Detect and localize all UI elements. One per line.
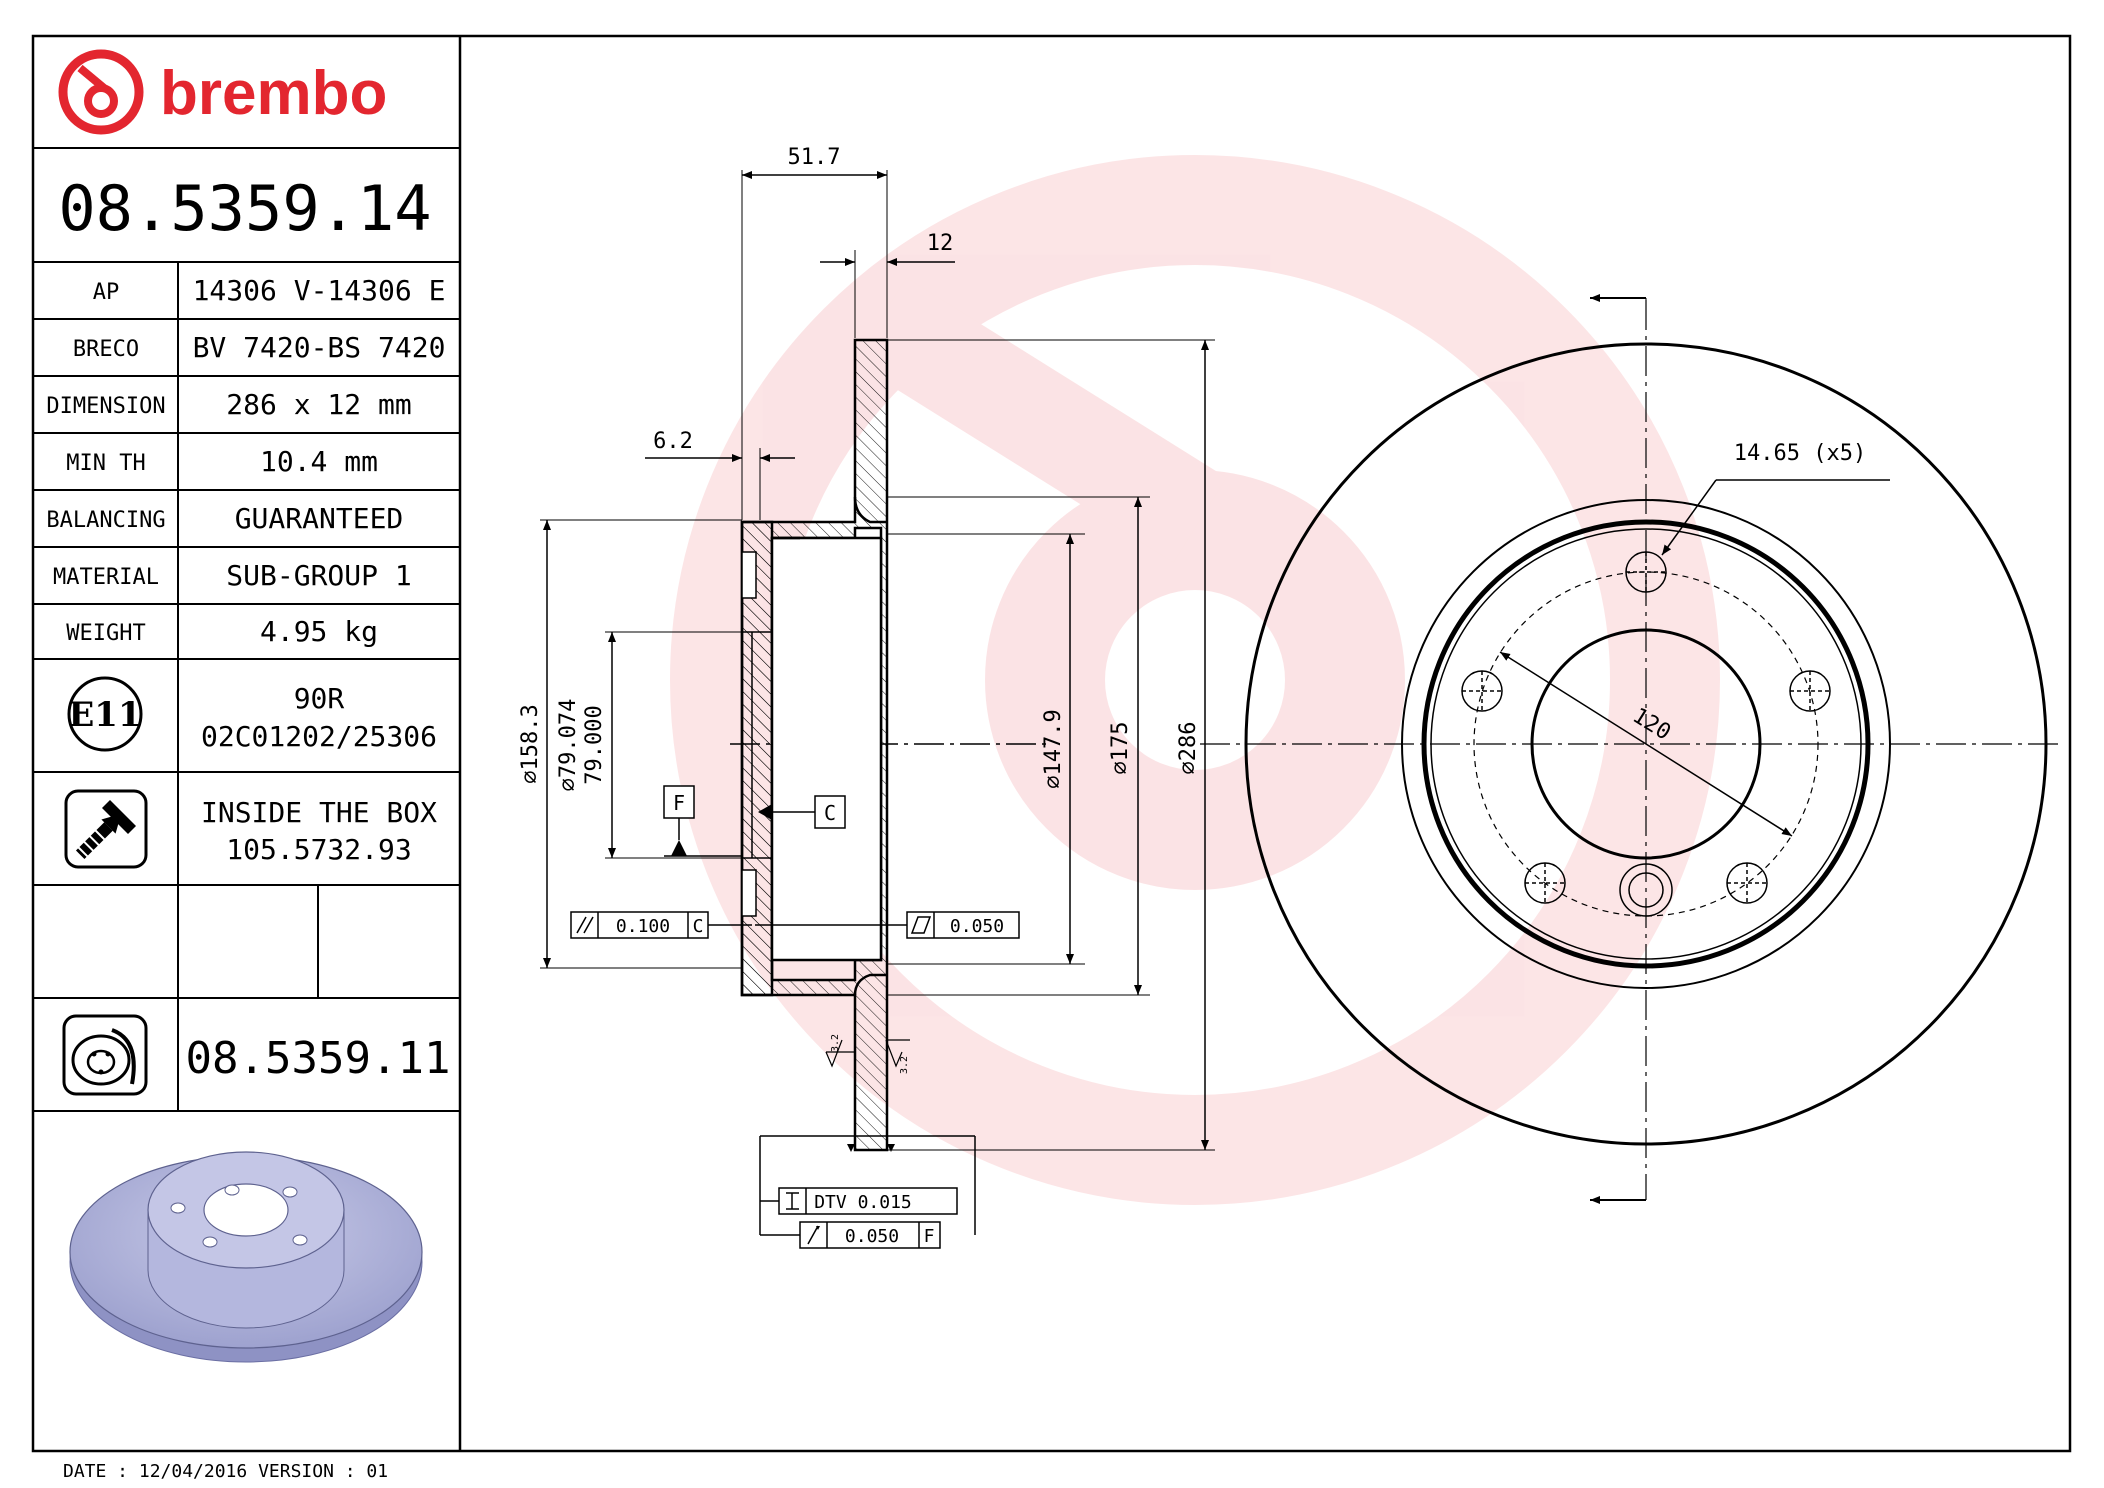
sheet-border	[31, 34, 2072, 1453]
footer-date-version: DATE : 12/04/2016 VERSION : 01	[63, 1461, 388, 1482]
homologation-code: 90R	[294, 682, 345, 715]
spec-label-material: MATERIAL	[53, 565, 159, 590]
spec-value-min-th: 10.4 mm	[260, 445, 378, 478]
runout-frame: 0.050 F	[760, 1221, 941, 1249]
related-part-number: 08.5359.11	[186, 1033, 451, 1084]
spec-value-weight: 4.95 kg	[260, 615, 378, 648]
dim-dia-147: ∅147.9	[1041, 709, 1066, 788]
dim-dia-286: ∅286	[1176, 722, 1201, 775]
part-number: 08.5359.14	[58, 172, 431, 245]
related-part-row: 08.5359.11	[62, 1014, 451, 1096]
spec-value-ap: 14306 V-14306 E	[193, 274, 446, 307]
spec-value-balancing: GUARANTEED	[235, 502, 404, 535]
datum-f: F	[673, 791, 685, 815]
spec-label-min-th: MIN TH	[66, 451, 145, 476]
spec-label-balancing: BALANCING	[46, 508, 165, 533]
front-view	[1200, 294, 2060, 1204]
hat-outer	[1421, 519, 1871, 969]
svg-text:3.2: 3.2	[830, 1034, 841, 1052]
homologation-row: E11 90R 02C01202/25306	[67, 676, 437, 753]
e-mark-circle	[67, 676, 143, 752]
e-mark: E11	[68, 695, 141, 735]
dim-thickness: 12	[927, 231, 954, 256]
section-view: 51.7 12 6.2 ∅158.3 ∅79.074 79.000 ∅147.9…	[518, 145, 1215, 1249]
parallelism-value: 0.100	[616, 916, 670, 937]
roughness-symbol-2: 3.2	[885, 1039, 910, 1074]
screw-icon	[64, 789, 148, 869]
svg-text:3.2: 3.2	[899, 1056, 910, 1074]
disc-3d-illustration	[69, 1151, 423, 1363]
friction-ring-inner	[1401, 499, 1891, 989]
spec-value-dimension: 286 x 12 mm	[226, 388, 411, 421]
pitch-circle	[1473, 571, 1819, 917]
spec-label-dimension: DIMENSION	[46, 394, 165, 419]
dtv-frame: DTV 0.015	[759, 1135, 976, 1235]
disc-outer-edge	[1244, 342, 2048, 1146]
parallelism-frame: 0.100 C	[570, 911, 752, 939]
brembo-logo: brembo	[58, 49, 387, 135]
runout-datum: F	[924, 1226, 935, 1247]
bolt-hole-label: 14.65 (x5)	[1734, 441, 1866, 466]
dim-dia-79-upper: ∅79.074	[556, 699, 581, 792]
spec-label-weight: WEIGHT	[66, 621, 145, 646]
runout-value: 0.050	[845, 1226, 899, 1247]
spec-label-ap: AP	[93, 280, 120, 305]
roughness-symbol-1: 3.2	[825, 1034, 855, 1068]
spec-value-breco: BV 7420-BS 7420	[193, 331, 446, 364]
dim-dia-79-lower: 79.000	[582, 705, 607, 784]
dim-hat-wall: 6.2	[653, 429, 693, 454]
disc-drum-icon	[62, 1014, 148, 1096]
parallelism-datum: C	[693, 916, 704, 937]
flatness-frame: 0.050	[755, 911, 1020, 939]
homologation-number: 02C01202/25306	[201, 720, 437, 753]
dim-overall-height: 51.7	[788, 145, 841, 170]
screws-row: INSIDE THE BOX 105.5732.93	[64, 789, 437, 869]
spec-value-material: SUB-GROUP 1	[226, 559, 411, 592]
brand-name: brembo	[160, 59, 387, 128]
dtv-label: DTV 0.015	[814, 1192, 912, 1213]
screws-text: INSIDE THE BOX	[201, 796, 437, 829]
title-block	[33, 147, 460, 1112]
spec-label-breco: BRECO	[73, 337, 139, 362]
dim-dia-175: ∅175	[1108, 722, 1133, 775]
flatness-value: 0.050	[950, 916, 1004, 937]
datum-c: C	[824, 801, 836, 825]
screws-part-number: 105.5732.93	[226, 833, 411, 866]
dim-dia-158: ∅158.3	[518, 704, 543, 783]
